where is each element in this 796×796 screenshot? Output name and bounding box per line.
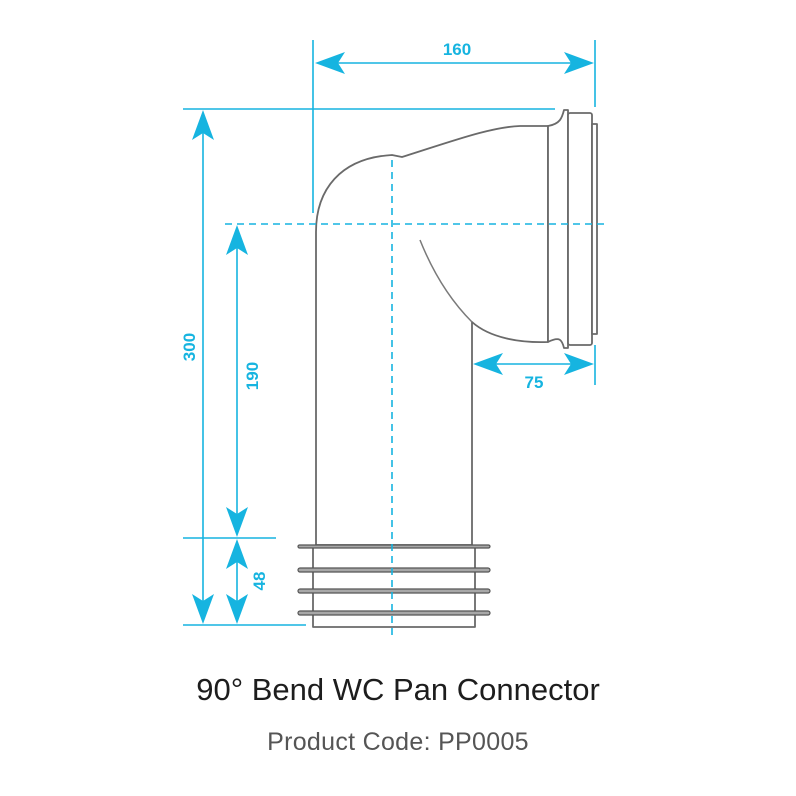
arrowhead-right bbox=[564, 52, 594, 74]
spigot-rib-2 bbox=[297, 588, 491, 594]
spigot-rib-3 bbox=[297, 610, 491, 616]
arrowhead-up bbox=[192, 110, 214, 140]
arrowhead-down bbox=[226, 507, 248, 537]
outlet-flange bbox=[567, 112, 593, 346]
arrowhead-left bbox=[473, 353, 503, 375]
arrowhead-down bbox=[192, 594, 214, 624]
dimension-190: 190 bbox=[226, 225, 262, 537]
arrowhead-left bbox=[315, 52, 345, 74]
pan-connector-diagram: 160 300 190 48 75 bbox=[180, 40, 605, 638]
dimension-160: 160 bbox=[315, 40, 594, 74]
arrowhead-right bbox=[564, 353, 594, 375]
spigot-top-rim bbox=[297, 544, 491, 549]
dimension-48: 48 bbox=[226, 539, 269, 624]
dimension-label-190: 190 bbox=[243, 362, 262, 390]
outlet-collar bbox=[547, 109, 569, 349]
product-title: 90° Bend WC Pan Connector bbox=[196, 672, 600, 707]
dimension-label-300: 300 bbox=[180, 333, 199, 361]
spigot-end bbox=[297, 544, 491, 628]
product-code: Product Code: PP0005 bbox=[267, 728, 529, 756]
spigot-rib-1 bbox=[297, 567, 491, 573]
connector-body bbox=[315, 109, 598, 546]
arrowhead-up bbox=[226, 225, 248, 255]
arrowhead-down bbox=[226, 594, 248, 624]
outlet-seal bbox=[591, 123, 598, 335]
bend-throat-curve bbox=[419, 239, 473, 323]
dimension-300: 300 bbox=[180, 110, 214, 624]
bend-body-outline bbox=[315, 125, 549, 546]
arrowhead-up bbox=[226, 539, 248, 569]
dimension-label-48: 48 bbox=[250, 572, 269, 591]
dimension-label-160: 160 bbox=[443, 40, 471, 59]
dimension-label-75: 75 bbox=[525, 373, 544, 392]
dimension-75: 75 bbox=[473, 353, 594, 392]
